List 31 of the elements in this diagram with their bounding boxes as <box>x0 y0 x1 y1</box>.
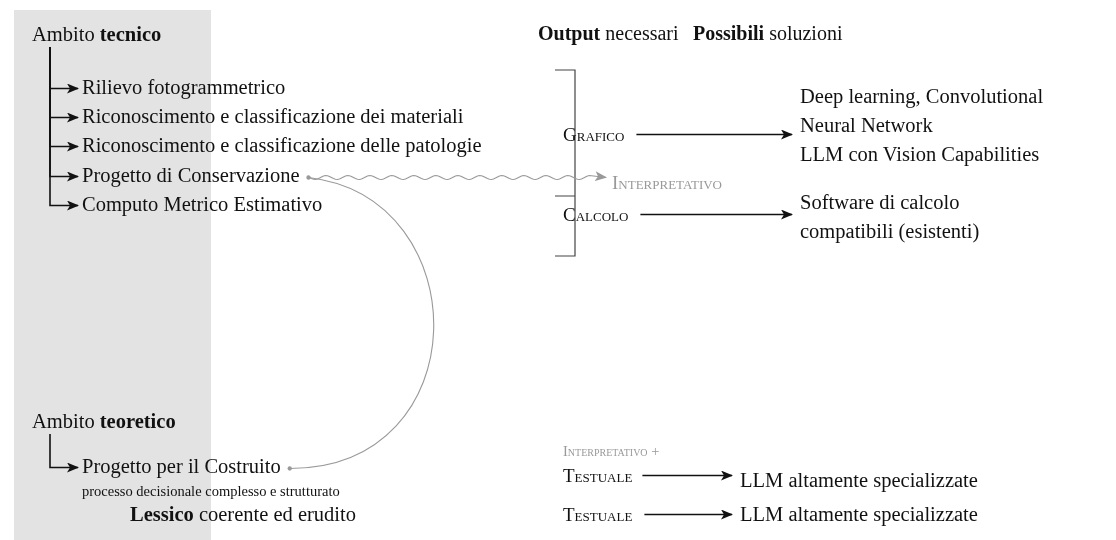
node-label: Progetto di Conservazione <box>82 163 300 189</box>
node-label: Testuale <box>563 503 633 527</box>
arrow <box>643 509 733 520</box>
node-label: Interpretativo + <box>563 442 660 461</box>
node-label: Rilievo fotogrammetrico <box>82 75 286 101</box>
node-label: Lessico coerente ed erudito <box>130 502 356 527</box>
node-label: LLM altamente specializzate <box>740 502 978 528</box>
node-subtitle: Testuale <box>563 464 634 488</box>
arrow <box>308 171 607 182</box>
node-label: Ambito tecnico <box>32 22 162 47</box>
node-label: Computo Metrico Estimativo <box>82 192 323 218</box>
arrow <box>635 129 793 140</box>
node-label: Software di calcolo compatibili (esistenti) <box>800 190 981 245</box>
node-subtitle: LLM con Vision Capabilities <box>800 142 1041 168</box>
arrow <box>639 209 793 220</box>
node-label: Progetto per il Costruito <box>82 454 282 480</box>
node-label: Deep learning, Convolutional Neural Network <box>800 84 1045 138</box>
node-label: Ambito teoretico <box>32 409 176 434</box>
column-header: Output necessari <box>538 22 679 45</box>
arrow <box>49 433 79 473</box>
arrow <box>49 46 79 211</box>
node-subtitle: processo decisionale complesso e strutturato <box>82 482 340 501</box>
node-label: Calcolo <box>563 203 629 227</box>
column-header: Possibili soluzioni <box>693 22 843 45</box>
node-label: Riconoscimento e classificazione delle patologie <box>82 133 482 159</box>
node-label: Grafico <box>563 123 625 147</box>
node-label: Interpretativo <box>612 171 722 195</box>
node-label: LLM altamente specializzate <box>740 468 978 494</box>
node-label: Riconoscimento e classificazione dei materiali <box>82 104 464 129</box>
connector <box>287 175 435 471</box>
arrow <box>641 470 733 481</box>
